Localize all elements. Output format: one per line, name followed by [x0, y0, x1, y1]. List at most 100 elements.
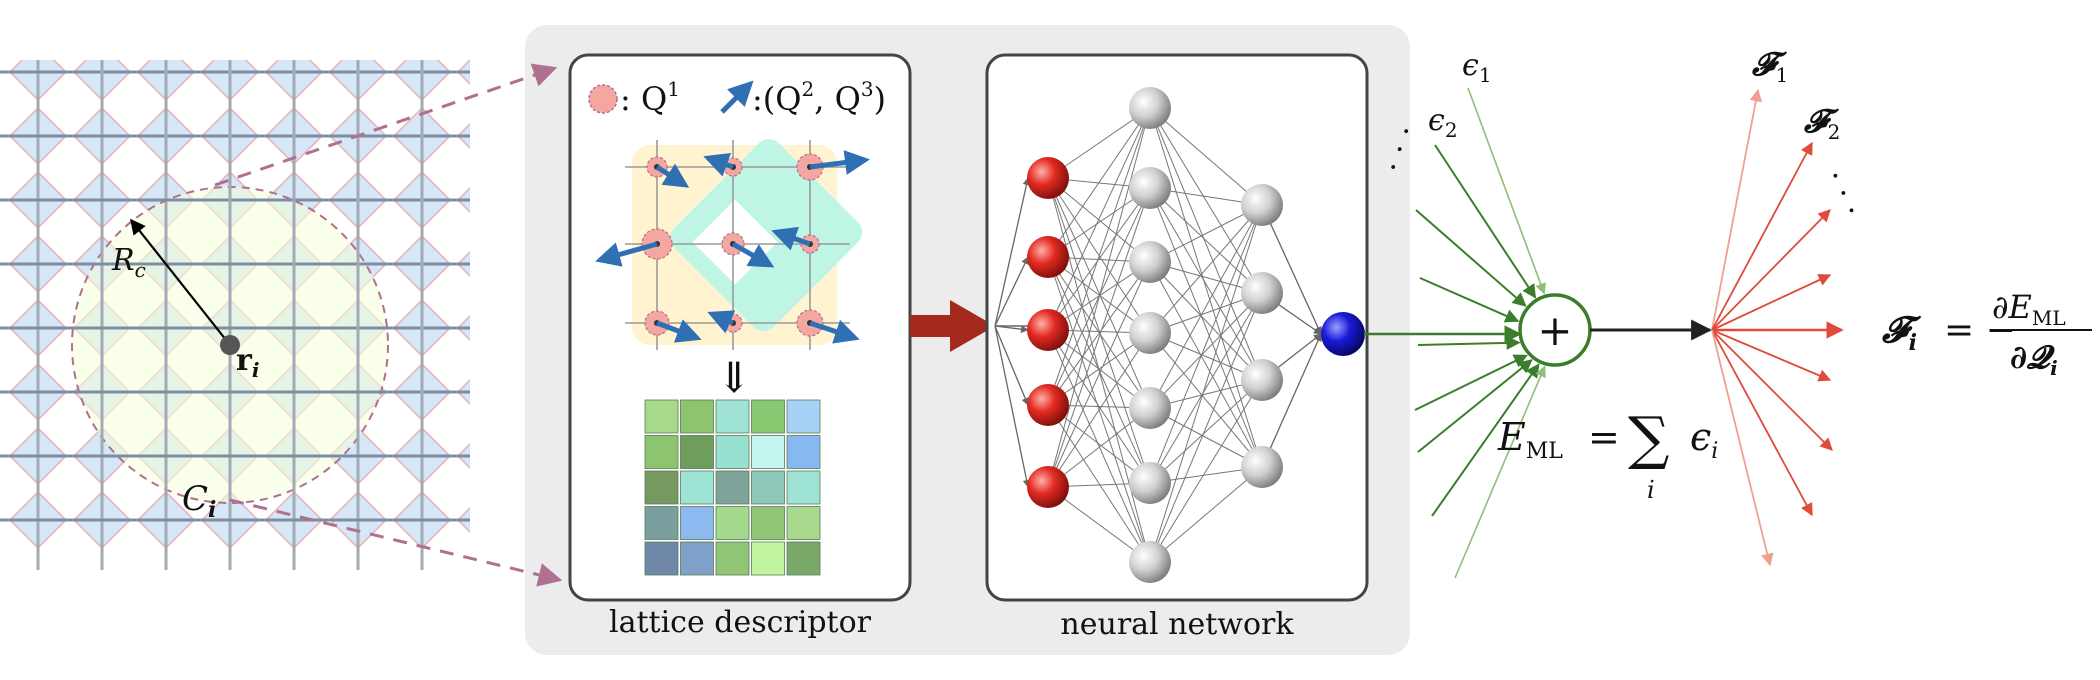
- descriptor-grid: [644, 399, 821, 576]
- force-equation: 𝓕i = − ∂EML ∂𝓠i: [1881, 288, 2092, 380]
- network-edge: [1149, 292, 1263, 563]
- hidden-neuron: [1241, 272, 1283, 314]
- descriptor-cell: [786, 541, 821, 576]
- force-arrow: [1711, 88, 1763, 331]
- vector-legend-arrow: [720, 80, 754, 114]
- network-edge: [1047, 256, 1151, 334]
- descriptor-cell: [751, 470, 785, 505]
- force-1-label: 𝓕1: [1751, 45, 1788, 87]
- energy-arrow: [1434, 144, 1537, 299]
- descriptor-to-network-arrow: [910, 300, 995, 352]
- descriptor-cell: [680, 541, 714, 576]
- descriptor-cell: [644, 541, 679, 576]
- network-edge: [1047, 332, 1151, 488]
- hidden-neuron: [1129, 241, 1171, 283]
- network-edge: [1149, 466, 1263, 563]
- network-edge: [1047, 107, 1151, 488]
- network-edge: [1149, 187, 1263, 468]
- svg-text:∂𝓠i: ∂𝓠i: [2010, 338, 2058, 380]
- network-edge: [1149, 292, 1263, 484]
- descriptor-cell: [786, 506, 821, 540]
- hidden-neuron: [1129, 312, 1171, 354]
- force-arrows: [1711, 88, 1844, 567]
- force-arrow: [1711, 329, 1813, 517]
- hidden-neuron: [1129, 462, 1171, 504]
- network-caption: neural network: [1060, 607, 1294, 642]
- scalar-legend-label: : Q1: [620, 77, 680, 118]
- hidden-neuron: [1129, 87, 1171, 129]
- network-edge: [1047, 107, 1151, 406]
- svg-text:EML: EML: [1497, 415, 1563, 464]
- force-arrow: [1711, 329, 1832, 382]
- descriptor-cell: [680, 470, 714, 505]
- network-edge: [1149, 107, 1263, 294]
- force-arrow: [1711, 141, 1813, 331]
- svg-text:ϵi: ϵi: [1690, 415, 1718, 464]
- energy-arrow: [1414, 354, 1528, 411]
- network-edge: [1149, 107, 1263, 468]
- descriptor-down-arrow: ⇓: [716, 353, 751, 402]
- network-edge: [1149, 261, 1263, 381]
- descriptor-cell: [680, 399, 714, 434]
- sum-symbol: +: [1537, 306, 1572, 355]
- descriptor-cell: [644, 506, 679, 540]
- input-edge: [994, 256, 1029, 327]
- descriptor-cell: [715, 541, 750, 576]
- energy-arrow: [1417, 359, 1533, 453]
- epsilon-2-label: ϵ2: [1428, 103, 1458, 142]
- hidden-neuron: [1241, 184, 1283, 226]
- hidden-neuron: [1129, 387, 1171, 429]
- force-arrow: [1711, 274, 1832, 331]
- descriptor-cell: [751, 506, 785, 540]
- network-edge: [1149, 204, 1263, 563]
- force-arrow: [1711, 329, 1774, 567]
- network-edge: [1149, 204, 1263, 334]
- network-edge: [1149, 204, 1263, 484]
- network-edge: [1149, 187, 1263, 294]
- force-2-label: 𝓕2: [1803, 102, 1840, 144]
- force-arrow: [1711, 329, 1833, 451]
- input-neuron: [1027, 157, 1069, 199]
- network-edge: [1149, 407, 1263, 468]
- neural-network: [994, 87, 1365, 583]
- network-edge: [1149, 187, 1263, 381]
- network-edge: [1047, 187, 1151, 331]
- descriptor-cell: [715, 470, 750, 505]
- cutoff-radius-arrow: [130, 218, 231, 346]
- energy-contribution-arrows: [1414, 87, 1546, 579]
- energy-equation: EML = ∑ i ϵi: [1497, 404, 1718, 504]
- output-neuron: [1321, 312, 1365, 356]
- descriptor-cell: [786, 399, 821, 434]
- descriptor-cell: [644, 399, 679, 434]
- descriptor-cell: [751, 399, 785, 434]
- input-neuron: [1027, 466, 1069, 508]
- epsilon-1-label: ϵ1: [1462, 48, 1492, 87]
- energy-arrow: [1431, 363, 1540, 517]
- network-edge: [1149, 107, 1263, 206]
- network-edge: [1047, 486, 1151, 563]
- descriptor-cell: [751, 541, 785, 576]
- vector-legend-label: :(Q2, Q3): [752, 77, 886, 118]
- site-label: ri: [236, 343, 259, 382]
- svg-text:𝓕i: 𝓕i: [1881, 309, 1922, 356]
- descriptor-cell: [680, 435, 714, 469]
- force-arrow: [1711, 209, 1831, 331]
- descriptor-cell: [786, 470, 821, 505]
- network-edge: [1149, 379, 1263, 563]
- network-edge: [1047, 187, 1151, 488]
- hidden-neuron: [1241, 446, 1283, 488]
- network-edge: [1047, 256, 1151, 409]
- network-edge: [1149, 379, 1263, 484]
- network-edge: [1149, 107, 1263, 381]
- network-edge: [1047, 107, 1151, 331]
- network-edge: [1047, 261, 1151, 488]
- descriptor-cell: [786, 435, 821, 469]
- input-edge: [994, 325, 1031, 488]
- descriptor-cell: [751, 435, 785, 469]
- descriptor-cluster: [595, 139, 870, 350]
- network-edge: [1047, 404, 1151, 563]
- force-dots: . . .: [1825, 161, 1877, 219]
- hidden-neuron: [1129, 541, 1171, 583]
- input-edge: [994, 325, 1029, 406]
- descriptor-cell: [644, 470, 679, 505]
